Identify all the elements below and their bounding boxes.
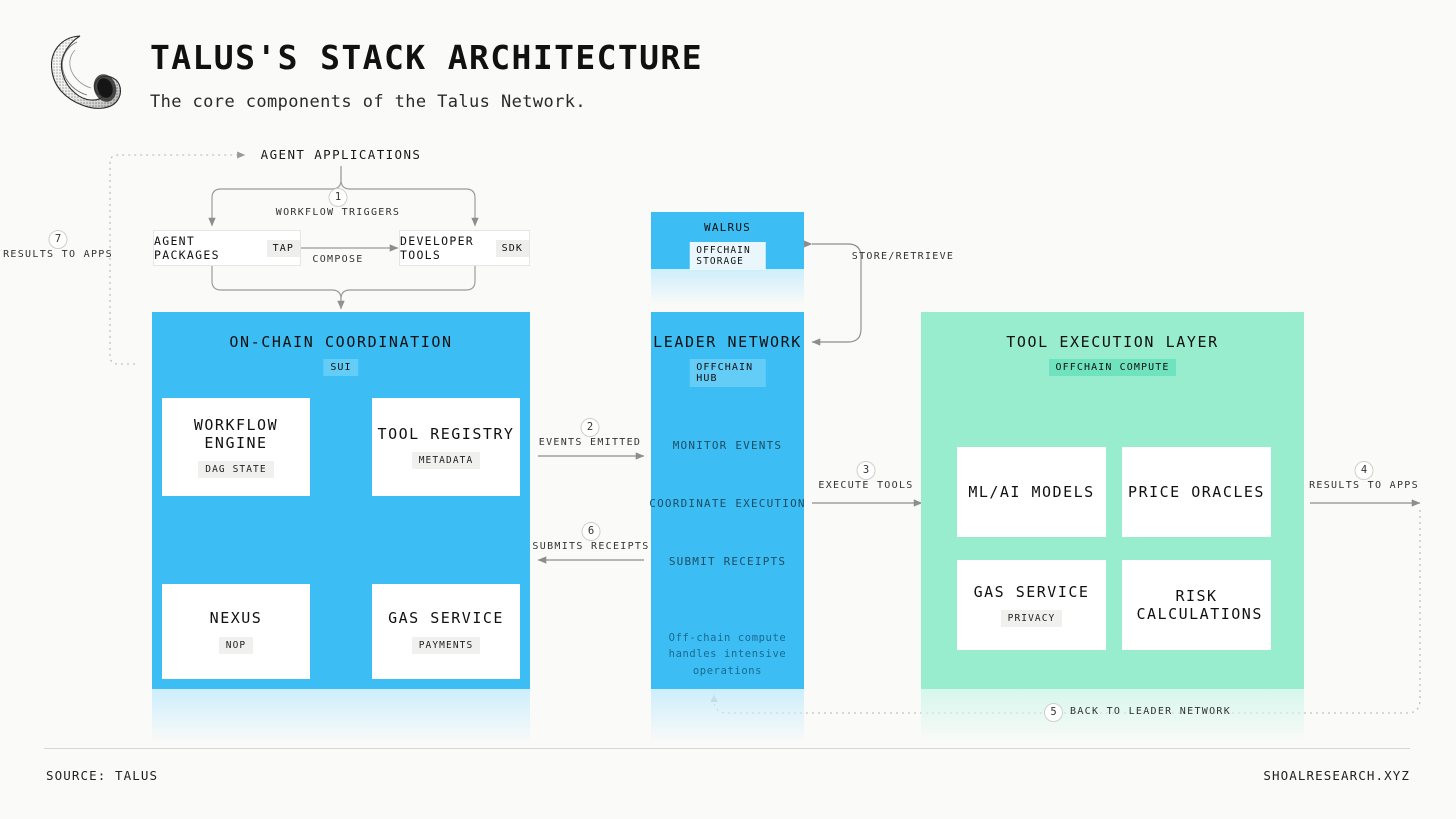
agent-packages-box[interactable]: AGENT PACKAGES TAP [153, 230, 301, 266]
card-workflow-engine[interactable]: WORKFLOW ENGINE DAG STATE [162, 398, 310, 496]
onchain-title: ON-CHAIN COORDINATION [229, 333, 453, 351]
agent-applications-label: AGENT APPLICATIONS [260, 147, 422, 162]
execute-tools-label: EXECUTE TOOLS [818, 480, 914, 491]
workflow-engine-tag: DAG STATE [198, 461, 274, 479]
submits-receipts-label: SUBMITS RECEIPTS [532, 541, 650, 552]
price-oracles-label: PRICE ORACLES [1128, 482, 1265, 501]
step-7-badge: 7 [48, 230, 68, 249]
onchain-badge: SUI [323, 359, 359, 376]
step-5-badge: 5 [1044, 703, 1063, 722]
developer-tools-label: DEVELOPER TOOLS [400, 234, 475, 262]
step-3-badge: 3 [856, 461, 876, 480]
tool-registry-label: TOOL REGISTRY [377, 424, 515, 443]
panel-leader-network: LEADER NETWORK OFFCHAIN HUB MONITOR EVEN… [649, 312, 806, 743]
leader-note: Off-chain compute handles intensive oper… [668, 632, 787, 677]
nexus-label: NEXUS [209, 609, 263, 628]
snail-shell-icon [51, 35, 122, 109]
risk-calculations-label: RISK CALCULATIONS [1136, 586, 1263, 623]
back-to-leader-label: BACK TO LEADER NETWORK [1070, 706, 1232, 717]
gas-service-tools-label: GAS SERVICE [973, 582, 1090, 601]
leader-step-submit-receipts: SUBMIT RECEIPTS [668, 555, 787, 568]
walrus-badge: OFFCHAIN STORAGE [689, 242, 766, 270]
gas-service-onchain-label: GAS SERVICE [388, 609, 504, 628]
footer-divider [44, 748, 1410, 749]
developer-tools-box[interactable]: DEVELOPER TOOLS SDK [399, 230, 530, 266]
step-4-badge: 4 [1354, 461, 1374, 480]
step-6-badge: 6 [581, 522, 601, 541]
panel-onchain-fade [152, 689, 530, 743]
step-1-badge: 1 [328, 188, 348, 207]
card-gas-service-tools[interactable]: GAS SERVICE PRIVACY [957, 560, 1106, 650]
leader-title: LEADER NETWORK [653, 333, 802, 351]
card-ml-ai-models[interactable]: ML/AI MODELS [957, 447, 1106, 537]
gas-service-onchain-tag: PAYMENTS [411, 636, 481, 654]
card-tool-registry[interactable]: TOOL REGISTRY METADATA [372, 398, 520, 496]
leader-step-coordinate-execution: COORDINATE EXECUTION [649, 497, 806, 510]
compose-label: COMPOSE [312, 254, 364, 265]
tool-registry-tag: METADATA [411, 452, 481, 470]
results-to-apps-right-label: RESULTS TO APPS [1309, 480, 1419, 491]
card-nexus[interactable]: NEXUS NOP [162, 584, 310, 679]
panel-walrus: WALRUS OFFCHAIN STORAGE [651, 212, 804, 305]
developer-tools-tag: SDK [495, 239, 529, 257]
results-to-apps-left-label: RESULTS TO APPS [3, 249, 113, 260]
page-title: TALUS'S STACK ARCHITECTURE [150, 38, 703, 77]
footer-site: SHOALRESEARCH.XYZ [1263, 768, 1410, 783]
nexus-tag: NOP [218, 636, 254, 654]
leader-step-monitor-events: MONITOR EVENTS [672, 439, 783, 452]
events-emitted-label: EVENTS EMITTED [538, 437, 642, 448]
panel-leader-fade [651, 689, 804, 743]
leader-badge: OFFCHAIN HUB [689, 359, 766, 387]
page-subtitle: The core components of the Talus Network… [150, 92, 587, 112]
panel-tools-fade [921, 689, 1304, 743]
agent-packages-label: AGENT PACKAGES [154, 234, 220, 262]
card-gas-service-onchain[interactable]: GAS SERVICE PAYMENTS [372, 584, 520, 679]
gas-service-tools-tag: PRIVACY [1000, 610, 1063, 628]
workflow-triggers-label: WORKFLOW TRIGGERS [275, 207, 401, 218]
walrus-title: WALRUS [704, 221, 751, 234]
panel-onchain-coordination: ON-CHAIN COORDINATION SUI WORKFLOW ENGIN… [152, 312, 530, 743]
step-2-badge: 2 [580, 418, 600, 437]
panel-walrus-fade [651, 269, 804, 305]
tools-title: TOOL EXECUTION LAYER [1006, 333, 1219, 351]
card-risk-calculations[interactable]: RISK CALCULATIONS [1122, 560, 1271, 650]
store-retrieve-label: STORE/RETRIEVE [851, 251, 955, 262]
footer-source: SOURCE: TALUS [46, 768, 159, 783]
ml-ai-models-label: ML/AI MODELS [968, 482, 1095, 501]
panel-tool-execution-layer: TOOL EXECUTION LAYER OFFCHAIN COMPUTE ML… [921, 312, 1304, 743]
tools-badge: OFFCHAIN COMPUTE [1048, 359, 1177, 376]
agent-packages-tag: TAP [266, 239, 300, 257]
card-price-oracles[interactable]: PRICE ORACLES [1122, 447, 1271, 537]
workflow-engine-label: WORKFLOW ENGINE [193, 415, 279, 452]
